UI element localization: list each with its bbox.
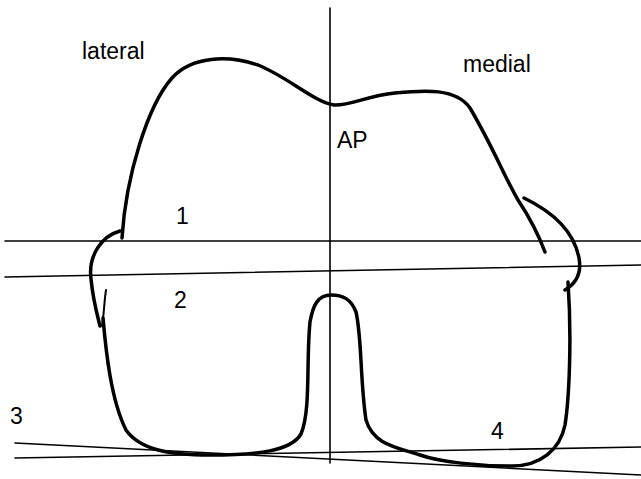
- reference-line: [5, 265, 641, 277]
- condyles-outline: [103, 282, 570, 466]
- line-number: 2: [174, 289, 187, 312]
- line-number: 3: [10, 405, 23, 428]
- lateral-epicondyle: [91, 231, 120, 326]
- femur-outline: [122, 59, 545, 252]
- axis-label: AP: [337, 129, 368, 152]
- reference-line: [15, 443, 641, 475]
- ap-axis-line: [329, 8, 331, 463]
- medial-epicondyle: [524, 198, 580, 290]
- side-label: medial: [463, 53, 531, 76]
- line-number: 1: [176, 205, 189, 228]
- side-label: lateral: [82, 40, 145, 63]
- line-number: 4: [491, 420, 504, 443]
